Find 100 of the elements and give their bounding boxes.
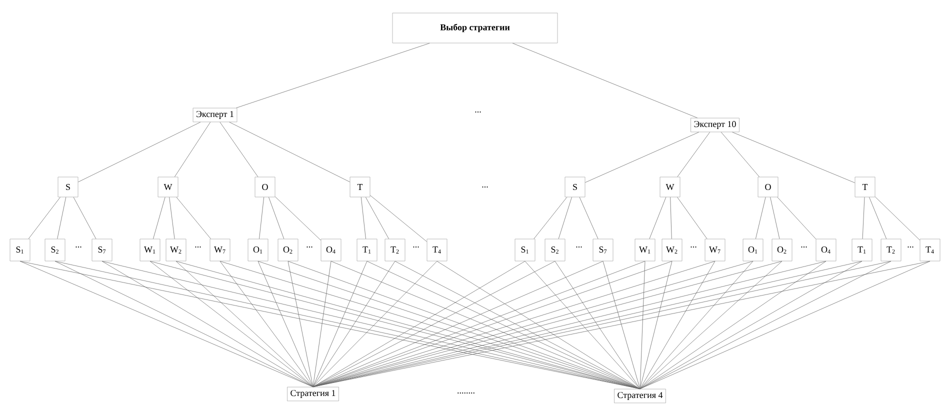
factor-box: T$_{1}$ — [852, 238, 872, 262]
connector-line — [755, 197, 766, 239]
ellipsis: ... — [801, 246, 807, 248]
connector-line — [288, 261, 314, 388]
factor-box: T$_{2}$ — [880, 238, 902, 262]
connector-line — [220, 261, 314, 388]
category-box: W — [660, 176, 680, 198]
connector-line — [777, 197, 816, 240]
factor-box: O$_{1}$ — [742, 238, 764, 262]
factor-box: O$_{2}$ — [772, 238, 792, 262]
connector-line — [312, 261, 438, 388]
connector-line — [640, 261, 716, 390]
factor-box: O$_{2}$ — [278, 238, 298, 262]
connector-line — [512, 43, 698, 118]
factor-box: O$_{1}$ — [248, 238, 268, 262]
ellipsis: ... — [306, 246, 312, 248]
factor-box: W$_{2}$ — [662, 238, 682, 262]
connector-line — [554, 261, 640, 390]
connector-line — [102, 261, 314, 388]
connector-line — [875, 196, 920, 240]
connector-line — [78, 122, 201, 182]
connector-line — [176, 197, 211, 239]
connector-line — [640, 261, 754, 390]
ellipsis: ... — [76, 246, 82, 248]
expert-box: Эксперт 10 — [690, 118, 740, 132]
connector-line — [220, 122, 258, 177]
factor-box: S$_{1}$ — [514, 238, 536, 262]
ellipsis: ... — [475, 111, 481, 113]
connector-line — [57, 197, 66, 239]
ellipsis: ... — [908, 246, 914, 248]
factor-box: S$_{2}$ — [544, 238, 566, 262]
connector-line — [258, 261, 314, 388]
strategy-box: Стратегия 4 — [614, 388, 666, 404]
connector-line — [602, 261, 640, 390]
connector-line — [229, 122, 350, 182]
factor-box: T$_{4}$ — [920, 238, 940, 262]
category-box: O — [758, 176, 778, 198]
connector-line — [640, 261, 782, 390]
connector-line — [169, 197, 175, 239]
category-box: O — [254, 176, 276, 198]
ellipsis: ... — [195, 246, 201, 248]
factor-box: T$_{4}$ — [426, 238, 448, 262]
ellipsis: ........ — [458, 392, 474, 394]
connector-line — [312, 261, 368, 388]
connector-line — [677, 197, 708, 239]
factor-box: S$_{7}$ — [592, 238, 614, 262]
factor-box: S$_{2}$ — [44, 238, 66, 262]
ellipsis: ... — [576, 246, 582, 248]
factor-box: T$_{1}$ — [356, 238, 378, 262]
connector-line — [579, 197, 598, 239]
connector-line — [268, 197, 284, 239]
connector-line — [365, 197, 389, 239]
connector-line — [640, 261, 646, 390]
goal-box: Выбор стратегии — [392, 12, 558, 44]
connector-line — [585, 132, 700, 183]
connector-line — [370, 195, 427, 242]
connector-line — [558, 197, 572, 239]
factor-box: W$_{1}$ — [634, 238, 656, 262]
category-box: W — [158, 176, 178, 198]
connector-line — [720, 132, 760, 177]
factor-box: O$_{4}$ — [320, 238, 342, 262]
ellipsis: ... — [413, 246, 419, 248]
connector-line — [28, 197, 60, 239]
connector-line — [236, 43, 430, 108]
connector-line — [360, 197, 366, 239]
factor-box: T$_{2}$ — [384, 238, 406, 262]
factor-box: W$_{2}$ — [166, 238, 186, 262]
connector-line — [732, 132, 855, 183]
strategy-box: Стратегия 1 — [287, 386, 339, 402]
connector-line — [174, 122, 211, 177]
ellipsis: ... — [690, 246, 696, 248]
ellipsis: ... — [482, 186, 488, 188]
category-box: S — [58, 176, 78, 198]
connector-line — [312, 261, 396, 388]
factor-box: W$_{7}$ — [210, 238, 230, 262]
connector-line — [436, 261, 640, 390]
connector-line — [153, 197, 166, 239]
expert-box: Эксперт 1 — [192, 108, 238, 122]
connector-line — [534, 197, 568, 239]
connector-line — [524, 261, 640, 390]
connector-line — [275, 196, 321, 240]
factor-box: S$_{7}$ — [92, 238, 112, 262]
connector-line — [649, 197, 666, 239]
connector-line — [640, 261, 826, 390]
category-box: T — [350, 176, 370, 198]
connector-line — [677, 132, 710, 177]
connector-line — [770, 197, 780, 239]
factor-box: O$_{4}$ — [816, 238, 836, 262]
factor-box: S$_{1}$ — [10, 238, 30, 262]
connector-line — [862, 197, 865, 239]
category-box: S — [564, 176, 586, 198]
connector-line — [150, 261, 314, 388]
connector-line — [312, 261, 332, 388]
connector-line — [73, 197, 96, 239]
connector-line — [670, 197, 672, 239]
category-box: T — [854, 176, 876, 198]
connector-line — [640, 261, 672, 390]
factor-box: W$_{7}$ — [704, 238, 726, 262]
connector-line — [176, 261, 314, 388]
connector-line — [259, 197, 264, 239]
